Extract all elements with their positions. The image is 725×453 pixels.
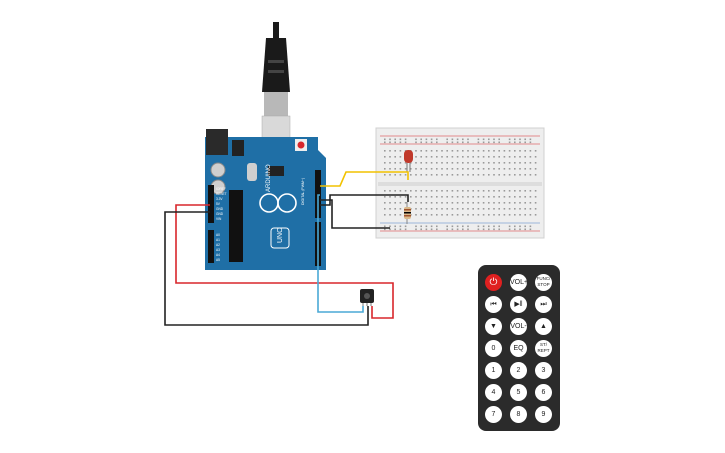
remote-button-one[interactable]: 1	[485, 362, 502, 379]
remote-button-three[interactable]: 3	[535, 362, 552, 379]
yellow-wire[interactable]	[320, 171, 409, 187]
board-brand-label: ARDUINO	[266, 164, 272, 192]
ir-receiver[interactable]	[360, 289, 374, 306]
play-pause-icon[interactable]: ▶‖	[510, 296, 527, 313]
black-wire-gnd[interactable]	[164, 211, 369, 326]
black-wire-led[interactable]	[320, 194, 409, 206]
remote-button-seven[interactable]: 7	[485, 406, 502, 423]
digital-header-top[interactable]	[315, 170, 321, 218]
remote-button-six[interactable]: 6	[535, 384, 552, 401]
usb-cable[interactable]	[261, 22, 291, 139]
capacitor	[210, 162, 226, 178]
pin-label: 3.3V	[216, 197, 223, 201]
analog-pin-label: A3	[216, 248, 220, 252]
remote-button-vol-up[interactable]: VOL+	[510, 274, 527, 291]
pin-label: 5V	[216, 202, 221, 206]
remote-button-zero[interactable]: 0	[485, 340, 502, 357]
usb-chip	[268, 166, 284, 176]
red-led[interactable]	[404, 150, 413, 172]
previous-icon[interactable]: ⏮	[485, 296, 502, 313]
power-header[interactable]	[208, 185, 214, 223]
arduino-uno-board[interactable]: ARDUINO UNO DIGITAL (PWM~) IOREFRESET3.3…	[205, 129, 326, 270]
analog-pin-label: A0	[216, 233, 220, 237]
next-icon[interactable]: ⏭	[535, 296, 552, 313]
pin-label: RESET	[216, 192, 227, 196]
analog-header[interactable]	[208, 230, 214, 263]
power-jack	[206, 129, 228, 155]
resistor[interactable]	[404, 202, 411, 224]
analog-pin-label: A2	[216, 243, 220, 247]
remote-button-func-stop[interactable]: FUNC/ STOP	[535, 274, 552, 291]
breadboard-holes[interactable]	[384, 138, 537, 231]
pin-label: GND	[216, 207, 224, 211]
remote-button-eq[interactable]: EQ	[510, 340, 527, 357]
down-arrow-icon[interactable]: ▼	[485, 318, 502, 335]
digital-header-label: DIGITAL (PWM~)	[301, 178, 305, 205]
remote-button-vol-down[interactable]: VOL-	[510, 318, 527, 335]
analog-pin-label: A4	[216, 253, 220, 257]
cyan-signal-wire[interactable]	[317, 194, 364, 313]
red-wire-5v[interactable]	[175, 204, 394, 319]
up-arrow-icon[interactable]: ▲	[535, 318, 552, 335]
analog-pin-label: A5	[216, 258, 220, 262]
black-wire-breadboard[interactable]	[320, 199, 390, 229]
crystal	[247, 163, 257, 181]
breadboard[interactable]	[375, 127, 545, 239]
remote-button-four[interactable]: 4	[485, 384, 502, 401]
pin-label: GND	[216, 212, 224, 216]
remote-button-st-rept[interactable]: ST/ REPT	[535, 340, 552, 357]
remote-button-eight[interactable]: 8	[510, 406, 527, 423]
remote-button-two[interactable]: 2	[510, 362, 527, 379]
remote-button-five[interactable]: 5	[510, 384, 527, 401]
analog-pin-label: A1	[216, 238, 220, 242]
power-icon[interactable]: ⏻	[485, 274, 502, 291]
board-model-label: UNO	[277, 227, 284, 243]
pin-label: IOREF	[216, 187, 226, 191]
remote-button-nine[interactable]: 9	[535, 406, 552, 423]
pin-label: VIN	[216, 217, 222, 221]
atmega-chip	[229, 190, 243, 262]
voltage-regulator	[232, 140, 244, 156]
